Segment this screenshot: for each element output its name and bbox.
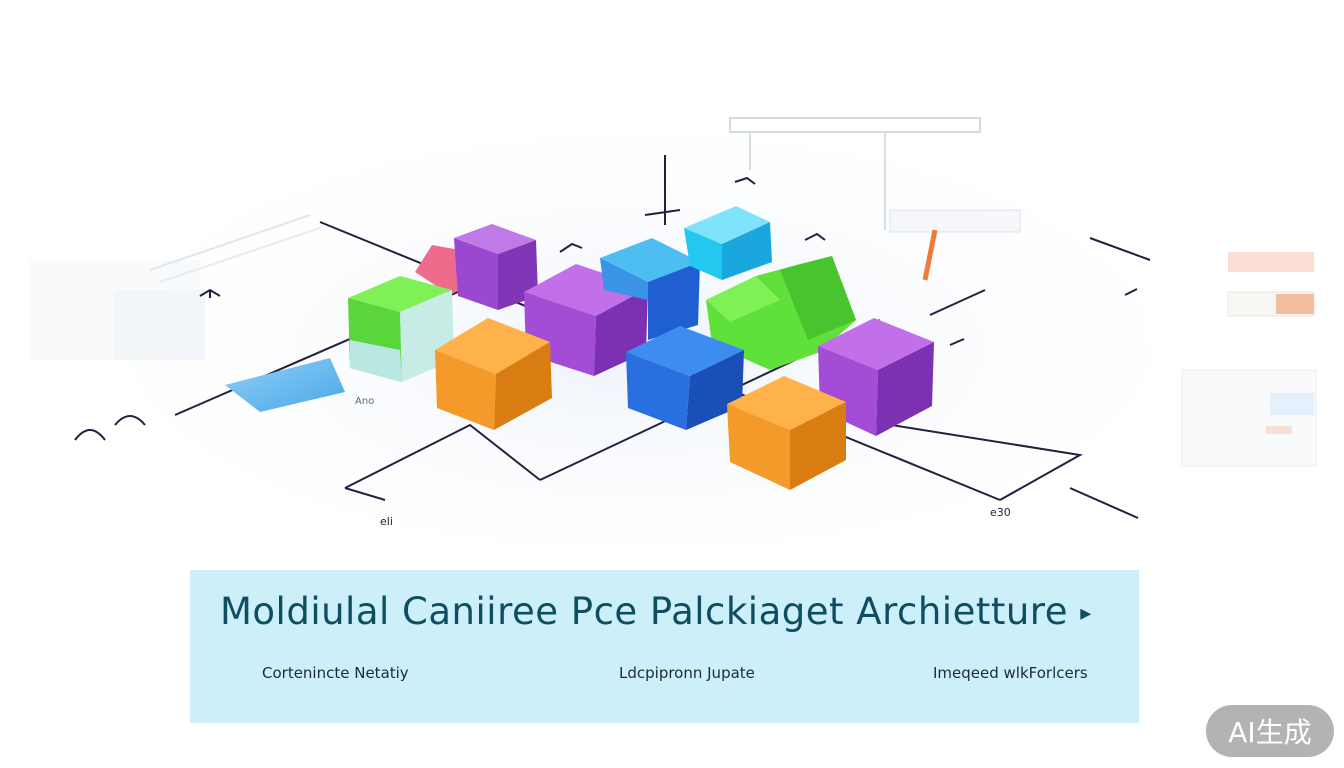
cube-cluster	[348, 206, 934, 490]
banner-title-text: Moldiulal Caniiree Pce Palckiaget Archie…	[220, 590, 1068, 633]
title-banner: Moldiulal Caniiree Pce Palckiaget Archie…	[190, 570, 1139, 723]
architecture-illustration: eli e30 Ano	[30, 110, 1317, 545]
banner-subtitle-2: Ldcpipronn Jupate	[619, 664, 755, 682]
green-cube-right	[706, 256, 856, 370]
banner-title: Moldiulal Caniiree Pce Palckiaget Archie…	[220, 590, 1120, 633]
decorative-marks	[74, 176, 1151, 441]
background-panels	[30, 117, 1317, 467]
scene-label-right: e30	[990, 506, 1011, 519]
ai-generated-badge: AI生成	[1206, 705, 1334, 757]
blue-cube-back	[600, 238, 700, 340]
banner-subtitle-1: Cortenincte Netatiy	[262, 664, 409, 682]
blue-wing-shape	[225, 358, 345, 412]
scene-label-mid: Ano	[355, 396, 374, 407]
banner-subtitle-3: Imeqeed wlkForlcers	[933, 664, 1088, 682]
scene-label-left: eli	[380, 515, 393, 528]
orange-cube-left	[435, 318, 552, 430]
banner-arrow-icon: ▸	[1080, 601, 1092, 626]
cyan-cube-back	[684, 206, 772, 280]
orange-cube-front	[727, 376, 846, 490]
